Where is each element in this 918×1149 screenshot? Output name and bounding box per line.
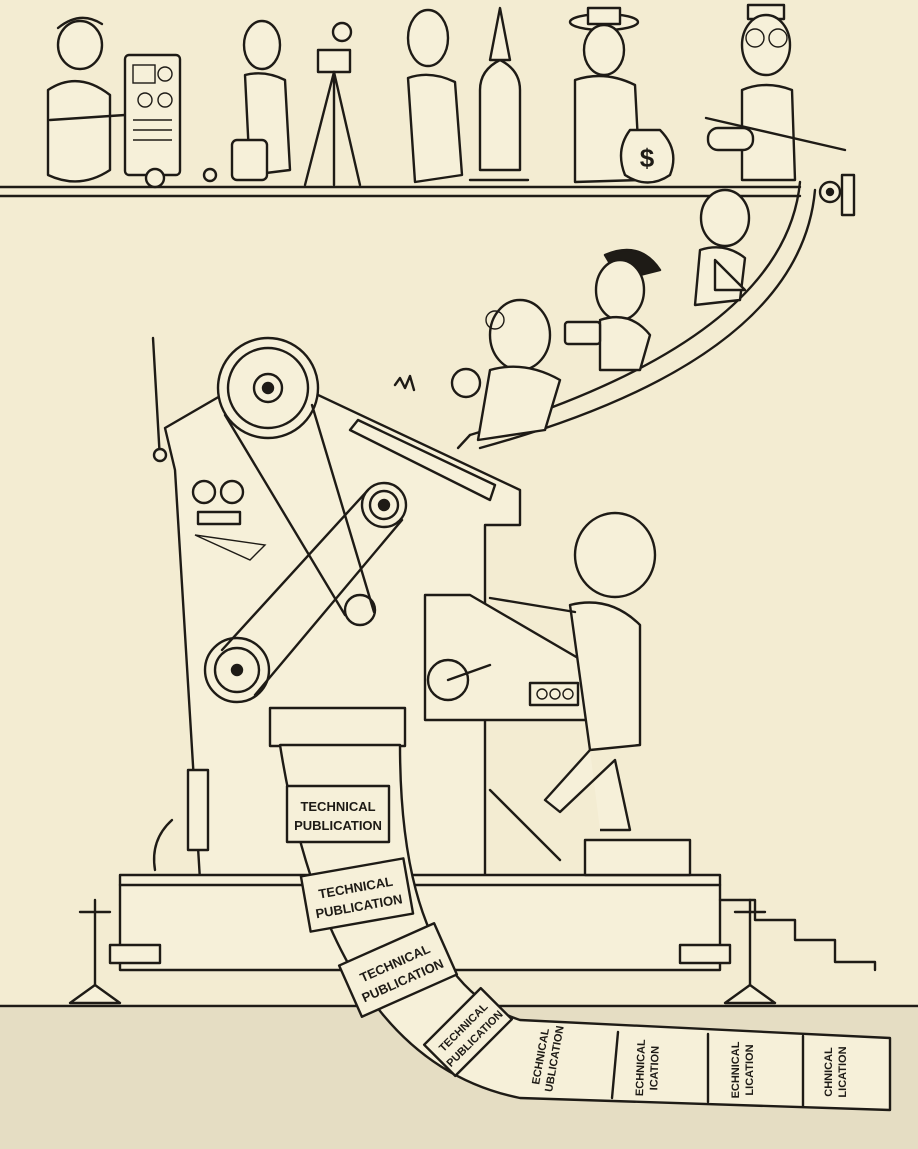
- fragment-line1: ECHNICAL: [730, 1041, 742, 1098]
- figure-scientist-with-flask: [393, 298, 562, 442]
- strip-fragment: ECHNICAL LICATION: [730, 1041, 756, 1098]
- fragment-line2: ICATION: [648, 1046, 662, 1091]
- publication-panel: TECHNICAL PUBLICATION: [337, 922, 459, 1018]
- figure-machine-operator: [488, 511, 657, 862]
- fragment-line2: LICATION: [837, 1046, 849, 1097]
- publication-panel: TECHNICAL PUBLICATION: [299, 857, 415, 933]
- strip-fragment: ECHNICAL ICATION: [634, 1039, 662, 1096]
- fragment-line1: ECHNICAL: [634, 1039, 648, 1096]
- publication-panel: TECHNICAL PUBLICATION: [285, 784, 391, 844]
- figure-man-with-rocket-model: [406, 6, 530, 184]
- figure-draftsman-with-triangle: [693, 188, 751, 307]
- drive-belts: [220, 403, 404, 697]
- lower-pulley: [203, 636, 271, 704]
- top-pulley: [216, 336, 320, 440]
- control-console: [423, 593, 592, 722]
- leveling-jack-left: [68, 898, 122, 1005]
- publication-output-strip: TECHNICAL PUBLICATION TECHNICAL PUBLICAT…: [268, 706, 892, 1112]
- figure-woman-with-typewriter: [563, 248, 662, 372]
- money-bag-symbol: $: [640, 143, 655, 173]
- top-conveyor: [0, 173, 856, 217]
- publishing-machine: [151, 336, 592, 882]
- gauges: [191, 479, 245, 526]
- figure-man-with-money-bag: $: [568, 6, 675, 184]
- fragment-line2: LICATION: [744, 1044, 756, 1095]
- figure-photographer-with-camera-tripod: [230, 19, 362, 187]
- panel-label-line1: TECHNICAL: [300, 799, 375, 814]
- figure-man-with-drawings-and-rifle: [704, 3, 847, 182]
- leveling-jack-right: [723, 898, 777, 1005]
- panel-label-line2: PUBLICATION: [294, 818, 382, 833]
- middle-pulley: [360, 481, 408, 529]
- fragment-line1: CHNICAL: [823, 1047, 835, 1097]
- strip-fragment: CHNICAL LICATION: [823, 1046, 849, 1097]
- figure-engineer-with-equipment-cart: [46, 16, 218, 189]
